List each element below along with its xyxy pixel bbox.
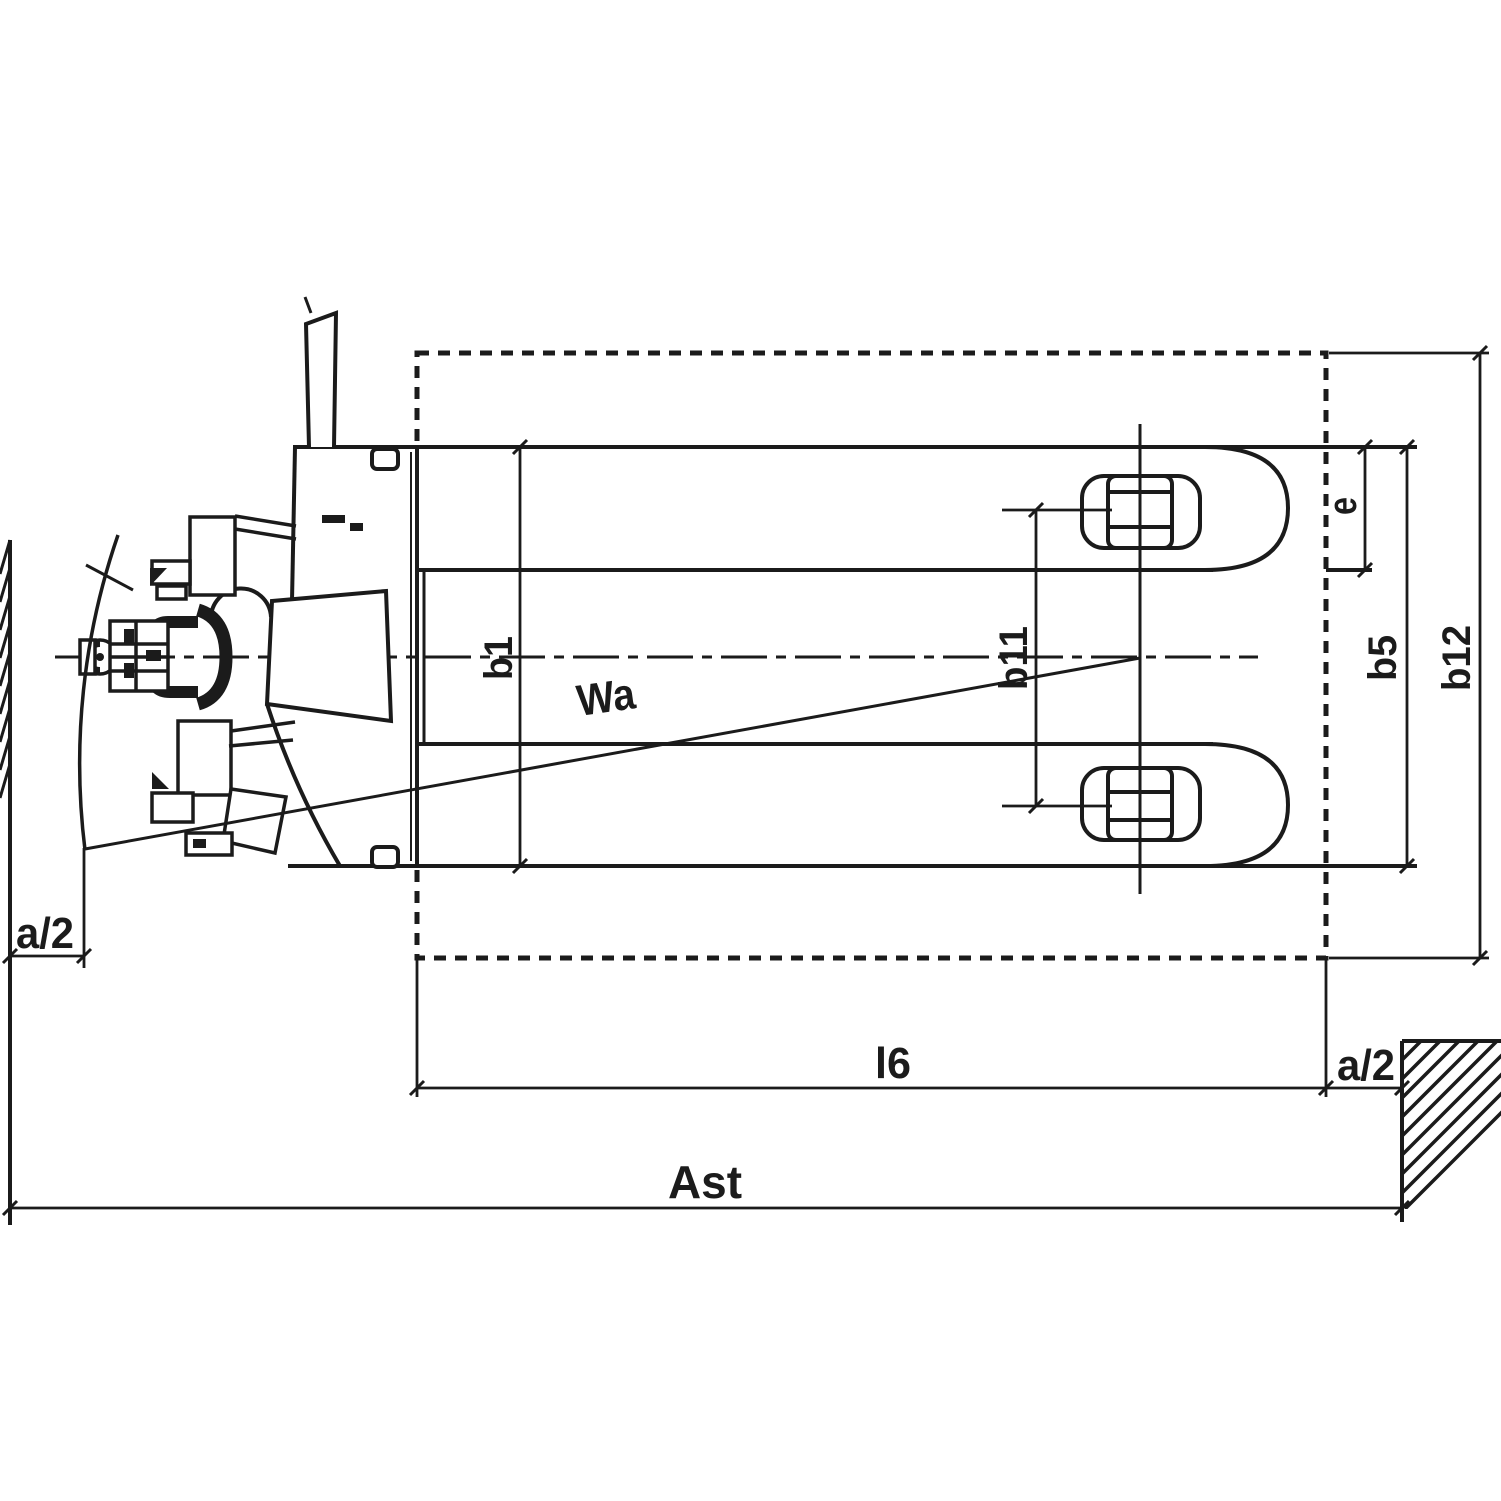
right-wall-block bbox=[1400, 1039, 1501, 1222]
dimension-label-e: e bbox=[1321, 497, 1365, 515]
dimension-label-wa: Wa bbox=[574, 669, 639, 726]
dimension-label-b5: b5 bbox=[1361, 635, 1405, 681]
fork-root-tab-lower bbox=[370, 845, 400, 869]
dimension-label-a2-right: a/2 bbox=[1337, 1041, 1395, 1090]
dimension-ticks bbox=[1, 344, 1489, 1217]
tiller-mount-tower bbox=[303, 310, 339, 448]
left-wall-hatching bbox=[0, 539, 12, 799]
chassis bbox=[208, 296, 419, 869]
steering-bearing-housing bbox=[195, 603, 233, 711]
fork-lower-tip bbox=[1204, 742, 1291, 868]
dimension-label-ast: Ast bbox=[668, 1156, 742, 1208]
dimension-labels: b1 b11 e b5 b12 Wa l6 Ast a/2 a/2 bbox=[16, 497, 1479, 1208]
fork-root-tab-upper bbox=[370, 447, 400, 471]
dimension-label-b1: b1 bbox=[477, 636, 521, 680]
steering-unit bbox=[78, 514, 297, 857]
dimension-label-b11: b11 bbox=[992, 626, 1036, 690]
right-wall-hatching bbox=[1402, 1041, 1501, 1209]
dimension-lines bbox=[10, 351, 1489, 1210]
lower-linkage-arm bbox=[176, 719, 233, 797]
left-wall bbox=[0, 539, 12, 1225]
wa-turning-radius-line bbox=[84, 656, 1141, 851]
chassis-dome bbox=[208, 586, 273, 621]
forks bbox=[288, 445, 1417, 868]
dimension-label-l6: l6 bbox=[875, 1039, 911, 1088]
tiller-swing-arc bbox=[77, 534, 120, 851]
fork-upper-tip bbox=[1204, 445, 1291, 572]
dimension-label-a2-left: a/2 bbox=[16, 909, 74, 958]
dimension-label-b12: b12 bbox=[1435, 625, 1479, 691]
chassis-plate bbox=[264, 588, 394, 724]
upper-linkage-arm bbox=[188, 515, 237, 597]
